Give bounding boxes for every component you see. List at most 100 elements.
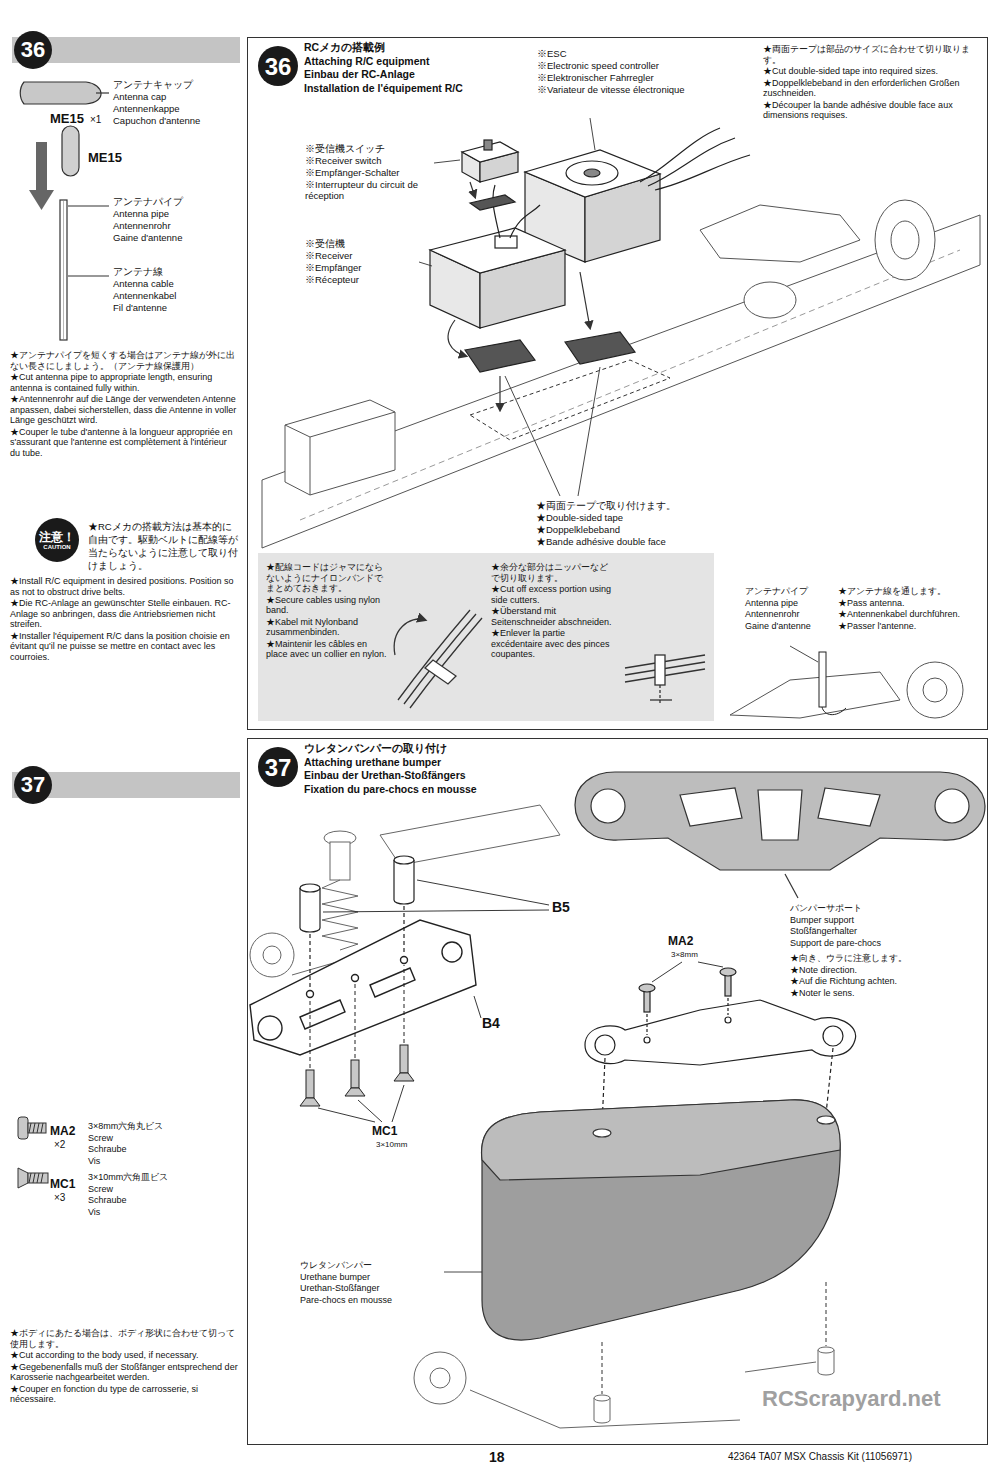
bumper-support xyxy=(758,790,802,840)
part-name: Gaine d'antenne xyxy=(745,621,835,632)
caution-text: ★Install R/C equipment in desired positi… xyxy=(10,576,238,597)
part-name: アンテナ線 xyxy=(113,266,238,277)
part-name: Stoßfängerhalter xyxy=(790,926,950,937)
rear-chassis xyxy=(819,652,826,707)
screw-mc1 xyxy=(306,1070,314,1098)
note-text: ★Doppelklebeband in den erforderlichen G… xyxy=(763,78,983,99)
note-text: ★Gegebenenfalls muß der Stoßfänger entsp… xyxy=(10,1362,238,1383)
bumper-support xyxy=(575,772,985,898)
front-chassis-drawing xyxy=(330,842,350,880)
part-code: ME15 xyxy=(88,150,122,166)
part-name: Schraube xyxy=(88,1195,238,1206)
lower-chassis-drawing xyxy=(430,1368,450,1388)
step-number: 36 xyxy=(258,46,298,86)
part-name: Pare-chocs en mousse xyxy=(300,1295,440,1306)
lower-chassis-drawing xyxy=(414,1352,466,1404)
rc-equipment xyxy=(430,128,750,372)
part-b4 xyxy=(401,957,408,964)
screw-mc1 xyxy=(351,1060,359,1088)
rc-equipment xyxy=(566,161,618,185)
step-number: 37 xyxy=(14,766,52,804)
lower-chassis-drawing xyxy=(594,1398,610,1423)
chassis-drawing xyxy=(262,215,980,548)
lower-chassis-drawing xyxy=(818,1350,834,1375)
note-text: ★Note direction. xyxy=(790,965,965,976)
part-b4 xyxy=(442,942,462,962)
bumper-support-installed xyxy=(644,990,650,1012)
kit-code: 42364 TA07 MSX Chassis Kit (11056971) xyxy=(728,1451,912,1463)
part-quantity: ×2 xyxy=(54,1139,65,1151)
chassis-drawing xyxy=(470,360,670,440)
screw-icons xyxy=(18,1117,48,1188)
screw-mc1 xyxy=(400,1045,408,1073)
chassis-drawing xyxy=(891,221,919,259)
note-text: ★向き、ウラに注意します。 xyxy=(790,953,965,964)
watermark: RCScrapyard.net xyxy=(762,1386,941,1412)
callout-text: ※Elektronischer Fahrregler xyxy=(537,72,687,83)
leader-lines xyxy=(578,367,600,496)
note-text: ★Passer l'antenne. xyxy=(838,621,983,632)
callout-text: ★両面テープで取り付けます。 xyxy=(536,500,706,511)
urethane-bumper xyxy=(593,1129,611,1137)
part-name: Support de pare-chocs xyxy=(790,938,950,949)
leader-lines xyxy=(505,376,560,496)
assembly-arrows xyxy=(448,320,466,356)
antenna-parts xyxy=(68,275,109,276)
rear-chassis xyxy=(822,707,846,715)
callout-text: ※Empfänger xyxy=(305,262,417,273)
part-name: Antennenrohr xyxy=(113,220,238,231)
part-b5 xyxy=(474,996,481,1018)
callout-text: ※Récepteur xyxy=(305,274,417,285)
part-b4 xyxy=(250,920,476,1055)
step-number: 36 xyxy=(14,31,52,69)
part-quantity: ×3 xyxy=(54,1192,65,1204)
dimension: 3×8mm xyxy=(671,950,698,960)
part-code: MA2 xyxy=(50,1124,75,1138)
note-text: ★Cut double-sided tape into required siz… xyxy=(763,66,983,77)
bumper-support-installed xyxy=(725,974,731,996)
front-chassis-drawing xyxy=(250,933,294,977)
callout-text: ※Variateur de vitesse électronique xyxy=(537,84,687,95)
rc-equipment xyxy=(430,228,565,273)
part-name: アンテナパイプ xyxy=(745,586,835,597)
cable-tie-drawing xyxy=(398,610,470,700)
lower-chassis-drawing xyxy=(818,1347,834,1353)
part-name: Urethane bumper xyxy=(300,1272,440,1283)
part-b5 xyxy=(300,888,320,932)
step-number-circle: 36 xyxy=(258,46,298,86)
bumper-support xyxy=(935,789,969,823)
cable-tie-drawing xyxy=(410,618,482,708)
screw-icons xyxy=(29,1173,43,1183)
assembly-arrows xyxy=(470,182,475,197)
rc-equipment xyxy=(640,128,750,190)
screw-mc1 xyxy=(318,1085,404,1122)
bumper-support-installed xyxy=(823,1026,843,1046)
tip-text: ★Kabel mit Nylonband zusammenbinden. xyxy=(266,617,391,638)
part-b4 xyxy=(258,1016,282,1040)
rear-chassis xyxy=(907,662,963,718)
cable-tie-drawing xyxy=(394,619,425,655)
urethane-bumper xyxy=(482,1100,841,1180)
leader-lines xyxy=(590,118,595,150)
part-name: Antenna cap xyxy=(113,91,238,102)
antenna-parts xyxy=(96,92,109,93)
cable-tie-drawing xyxy=(659,685,660,705)
front-chassis-drawing xyxy=(322,880,358,950)
part-b5 xyxy=(323,880,549,912)
cable-tie-drawing xyxy=(650,699,672,700)
note-text: ★アンテナパイプを短くする場合はアンテナ線が外に出ない長さにしましょう。（アンテ… xyxy=(10,350,238,371)
note-text: ★Antennenkabel durchführen. xyxy=(838,609,983,620)
chassis-drawing xyxy=(262,200,980,548)
callout-text: ※受信機 xyxy=(305,238,417,249)
leader-lines xyxy=(419,118,818,662)
step-number-circle: 37 xyxy=(258,747,298,787)
bumper-support xyxy=(785,874,798,898)
bumper-support-installed xyxy=(652,962,723,982)
part-b5 xyxy=(310,906,404,988)
part-name: Fil d'antenne xyxy=(113,302,238,313)
cable-tie-drawing xyxy=(425,660,456,684)
note-text: ★Cut antenna pipe to appropriate length,… xyxy=(10,372,238,393)
bumper-support-installed xyxy=(644,1037,650,1043)
note-text: ★アンテナ線を通します。 xyxy=(838,586,983,597)
screw-icons xyxy=(18,1117,28,1139)
